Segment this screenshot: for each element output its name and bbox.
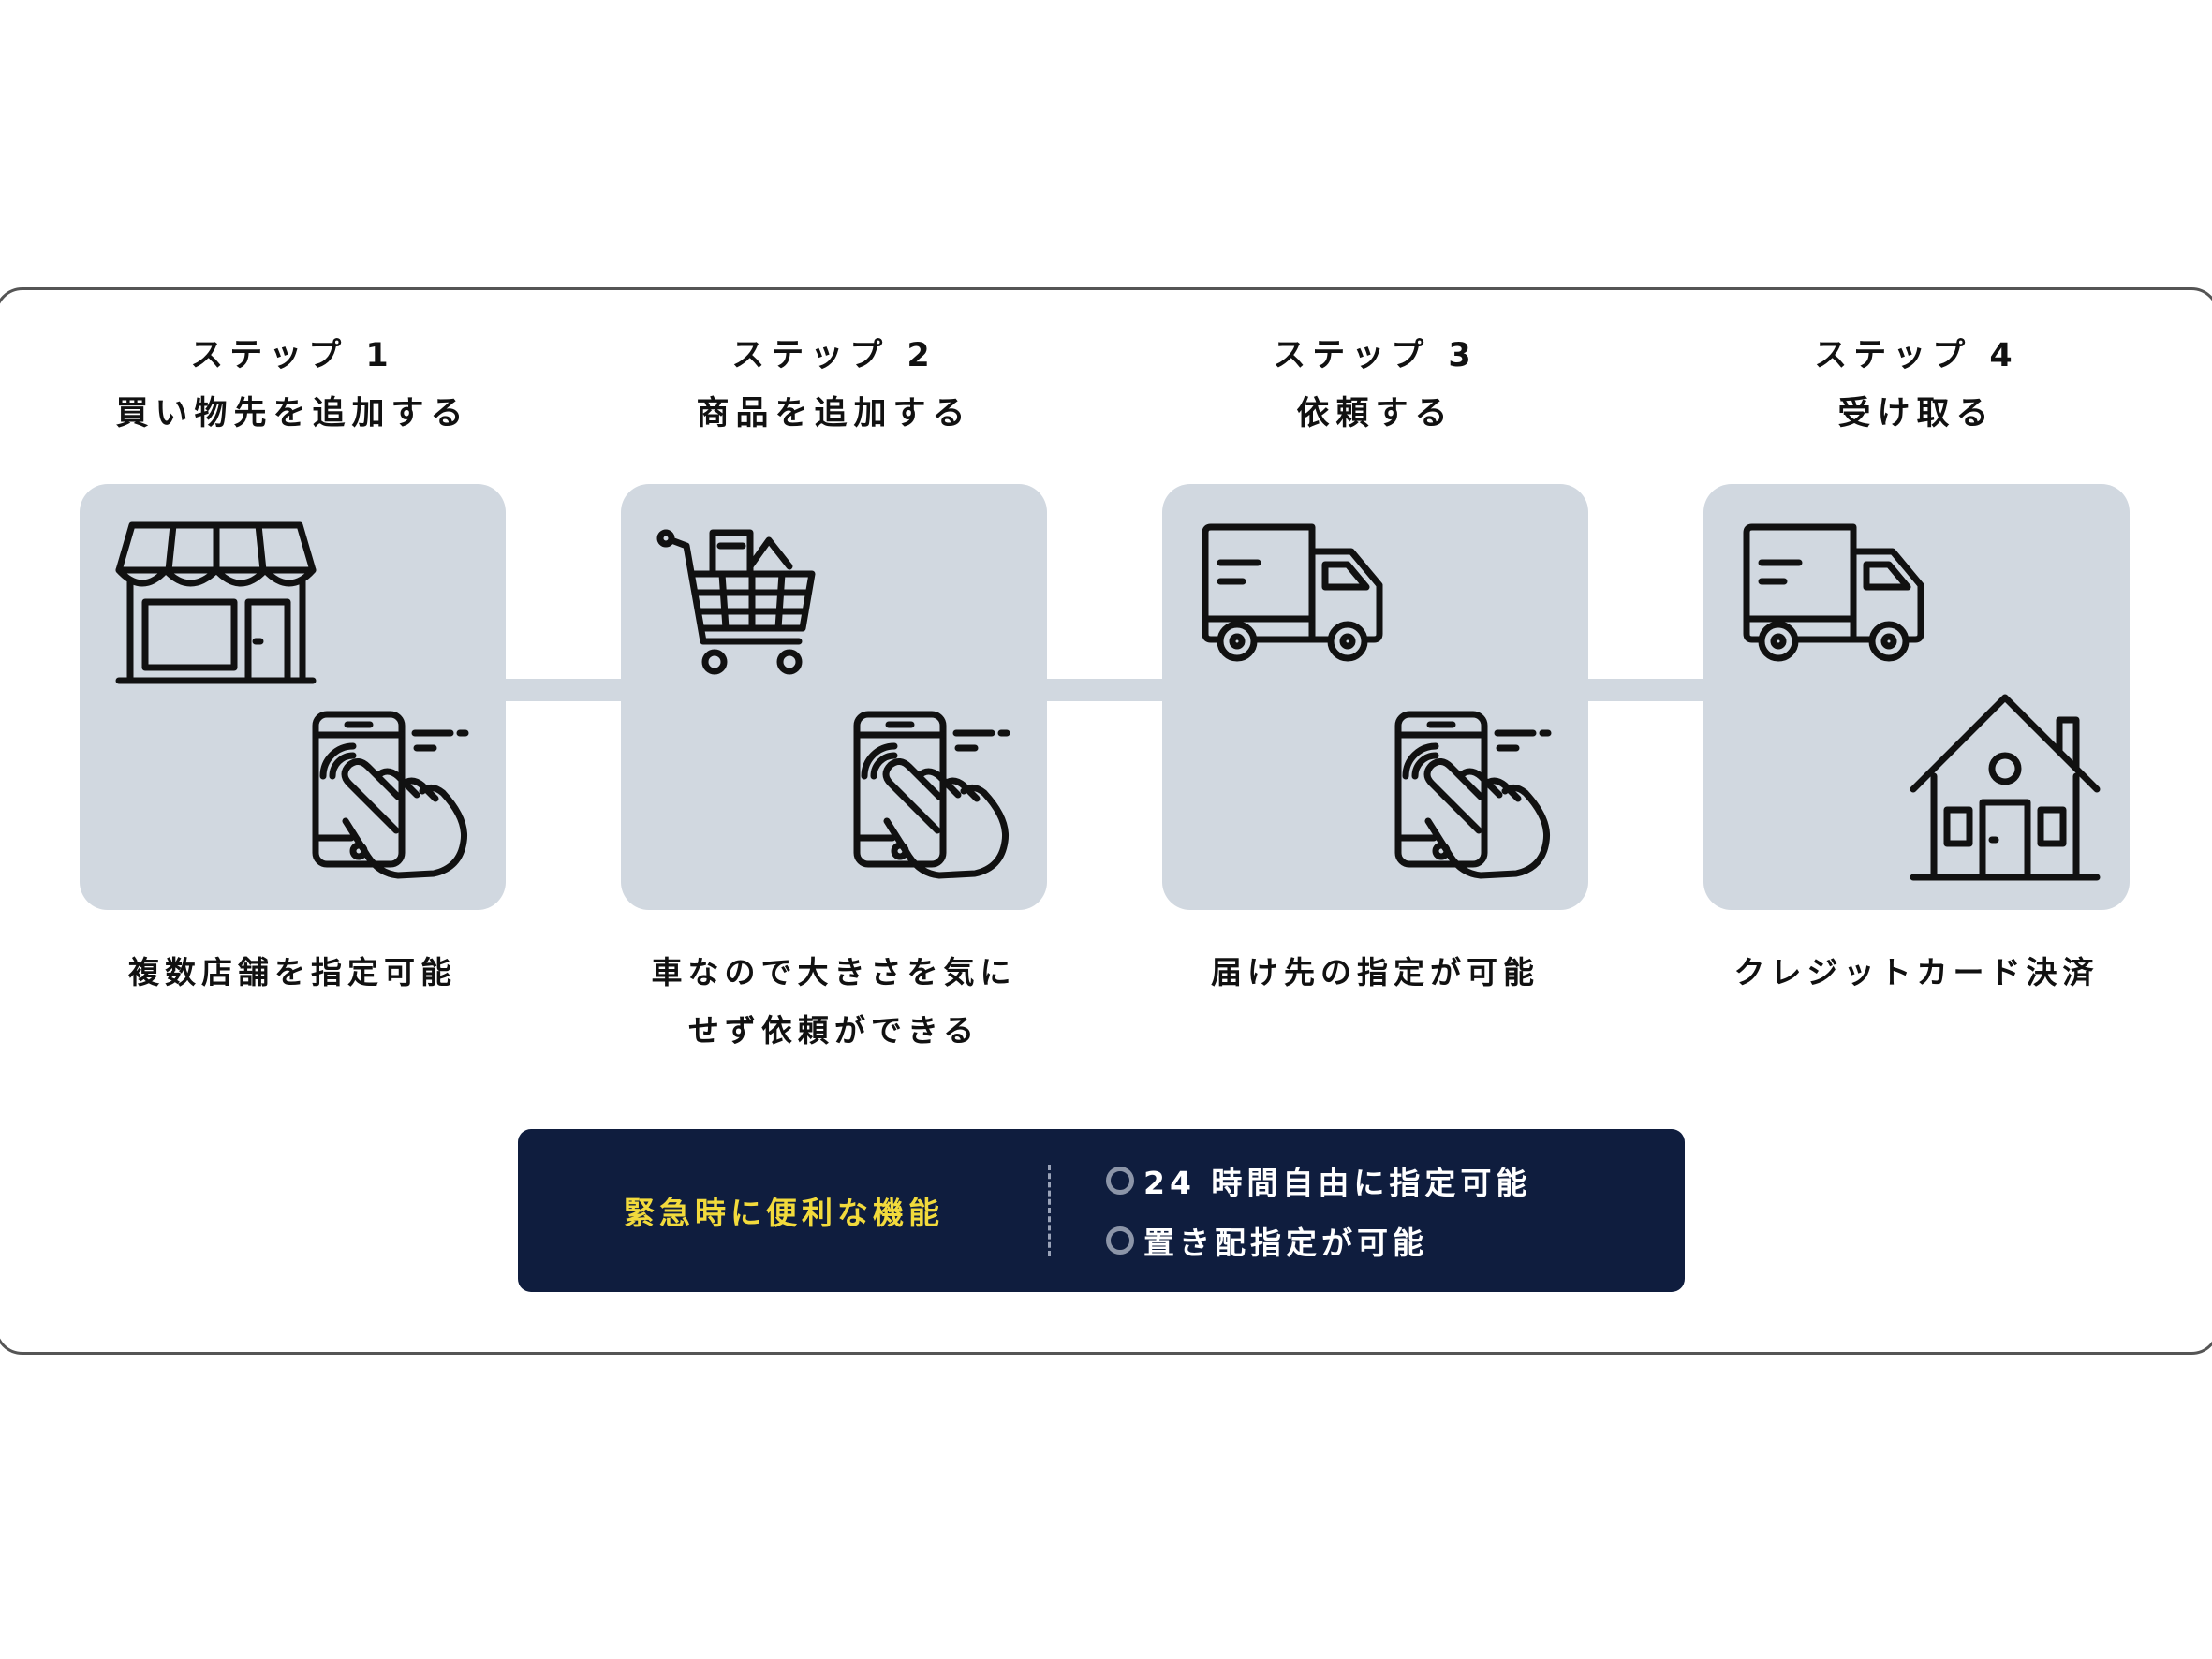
step-2-label: ステップ 2 [731, 337, 936, 374]
step-2-caption-line-1: 車なので大きさを気に [651, 954, 1017, 991]
banner-label: 緊急時に便利な機能 [624, 1195, 944, 1231]
step-3-heading: 依頼する [1296, 395, 1454, 433]
step-4-caption-line-1: クレジットカード決済 [1733, 954, 2100, 991]
connector-1-2 [506, 679, 626, 701]
house-icon [1910, 694, 2101, 881]
step-2-heading: 商品を追加する [696, 395, 972, 433]
step-4-label: ステップ 4 [1814, 337, 2019, 374]
step-2-caption-line-2: せず依頼ができる [687, 1012, 981, 1049]
step-1-panel [80, 484, 506, 910]
step-1-title: ステップ 1 買い物先を追加する [80, 327, 506, 443]
step-2-title: ステップ 2 商品を追加する [621, 327, 1047, 443]
step-4-panel [1703, 484, 2130, 910]
step-3-label: ステップ 3 [1273, 337, 1478, 374]
step-1-label: ステップ 1 [190, 337, 395, 374]
step-4-heading: 受け取る [1837, 395, 1996, 433]
feature-item-2-text: 置き配指定が可能 [1143, 1225, 1428, 1261]
step-1-heading: 買い物先を追加する [115, 395, 470, 433]
ring-bullet-icon [1106, 1167, 1134, 1195]
smartphone-tap-icon [853, 711, 1010, 879]
step-2-caption: 車なので大きさを気に せず依頼ができる [593, 944, 1075, 1060]
feature-item-2: 置き配指定が可能 [1106, 1211, 1428, 1270]
smartphone-tap-icon [312, 711, 469, 879]
step-3-title: ステップ 3 依頼する [1162, 327, 1588, 443]
step-3-panel [1162, 484, 1588, 910]
connector-2-3 [1047, 679, 1167, 701]
shopping-cart-icon [656, 529, 816, 675]
banner-divider [1048, 1165, 1051, 1256]
emergency-features-banner: 緊急時に便利な機能 24 時間自由に指定可能 置き配指定が可能 [518, 1129, 1685, 1292]
feature-item-1: 24 時間自由に指定可能 [1106, 1152, 1531, 1210]
step-1-caption-line-1: 複数店舗を指定可能 [128, 954, 457, 991]
step-4-title: ステップ 4 受け取る [1703, 327, 2130, 443]
smartphone-tap-icon [1394, 711, 1552, 879]
feature-item-1-text: 24 時間自由に指定可能 [1143, 1165, 1532, 1201]
ring-bullet-icon [1106, 1226, 1134, 1255]
step-3-caption: 届け先の指定が可能 [1162, 944, 1588, 1002]
step-3-caption-line-1: 届け先の指定が可能 [1211, 954, 1540, 991]
delivery-truck-icon [1743, 523, 1924, 662]
store-icon [115, 521, 317, 684]
step-2-panel [621, 484, 1047, 910]
connector-3-4 [1588, 679, 1708, 701]
step-1-caption: 複数店舗を指定可能 [80, 944, 506, 1002]
delivery-truck-icon [1202, 523, 1383, 662]
step-4-caption: クレジットカード決済 [1675, 944, 2158, 1002]
